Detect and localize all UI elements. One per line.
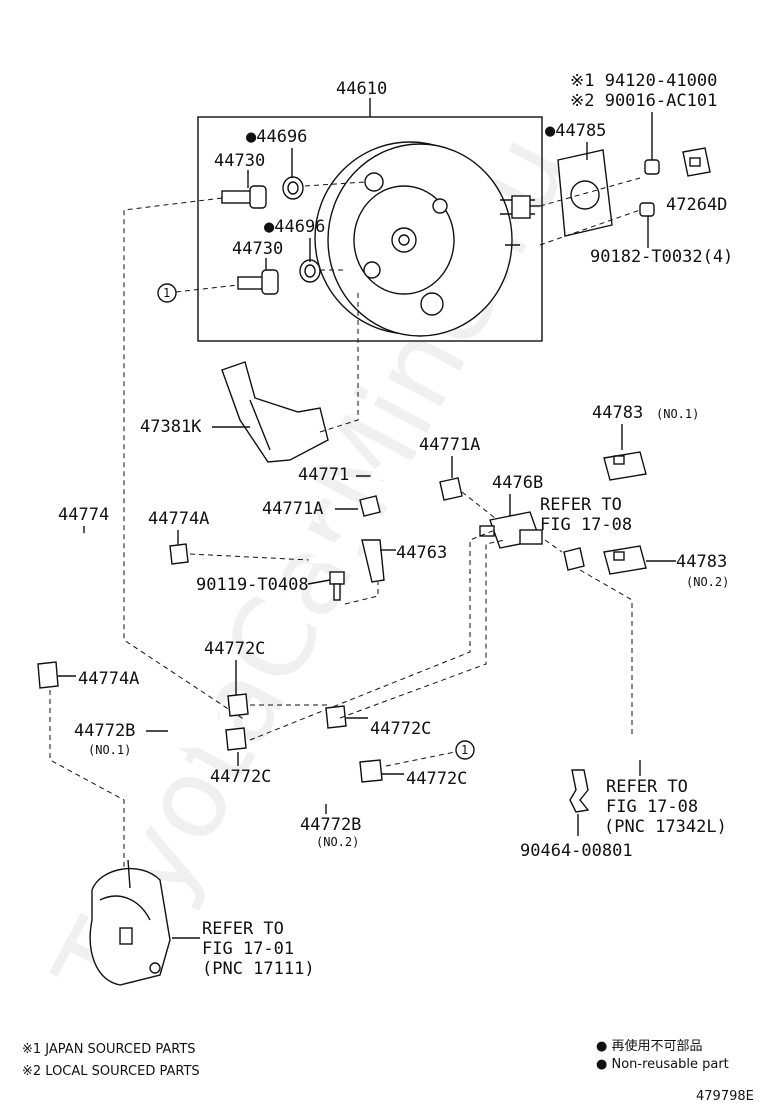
label-hose-44772b-1: 44772B xyxy=(74,721,135,741)
label-nut-local: ※2 90016-AC101 xyxy=(570,91,717,111)
ref-marker-1-top xyxy=(157,283,177,303)
bolt xyxy=(329,571,345,601)
bracket-47264d xyxy=(682,147,711,177)
clamp-44772c-2 xyxy=(225,727,247,751)
ref-marker-1-bottom-text: 1 xyxy=(461,743,468,757)
label-clamp-44772c-1: 44772C xyxy=(204,639,265,659)
label-bracket-small: 47264D xyxy=(666,195,727,215)
legend-japan-sourced: ※1 JAPAN SOURCED PARTS xyxy=(22,1042,196,1057)
check-valve-upper xyxy=(221,185,267,209)
label-check-valve-lower: 44730 xyxy=(232,239,283,259)
clamp-44771a-mid xyxy=(359,495,381,517)
intake-manifold xyxy=(89,859,171,986)
label-bracket-47381k: 47381K xyxy=(140,417,202,437)
clamp-44774a-top xyxy=(169,543,189,565)
ref-marker-1-top-text: 1 xyxy=(163,286,170,300)
label-nut-4: 90182-T0032(4) xyxy=(590,247,733,267)
label-pipe-44763: 44763 xyxy=(396,543,447,563)
nut xyxy=(644,159,660,175)
label-refer-1708-a-l1: REFER TO xyxy=(540,495,622,515)
legend-nonreusable-jp: ● 再使用不可部品 xyxy=(596,1038,702,1054)
clip-90464 xyxy=(569,769,590,813)
label-clip: 90464-00801 xyxy=(520,841,633,861)
bracket-47381k xyxy=(221,361,329,463)
clamp-44771a-top xyxy=(439,477,463,501)
illustration-code: 479798E xyxy=(696,1089,754,1104)
label-refer-1701-l1: REFER TO xyxy=(202,919,284,939)
label-clamp-44771a-mid: 44771A xyxy=(262,499,323,519)
label-hose-44772b-2: 44772B xyxy=(300,815,361,835)
label-hose-44772b-2-no: (NO.2) xyxy=(316,835,359,849)
label-refer-1708-b-l3: (PNC 17342L) xyxy=(604,817,727,837)
clamp-right xyxy=(563,547,585,571)
union-4476b xyxy=(479,511,543,549)
label-refer-1701-l3: (PNC 17111) xyxy=(202,959,315,979)
label-bolt: 90119-T0408 xyxy=(196,575,309,595)
ref-marker-1-bottom xyxy=(455,740,475,760)
label-vsv-2: 44783 xyxy=(676,552,727,572)
label-vsv-1: 44783 xyxy=(592,403,643,423)
label-check-valve-upper: 44730 xyxy=(214,151,265,171)
grommet-lower xyxy=(299,259,321,283)
label-vsv-2-no: (NO.2) xyxy=(686,575,729,589)
label-gasket: ●44785 xyxy=(545,121,606,141)
legend-local-sourced: ※2 LOCAL SOURCED PARTS xyxy=(22,1064,200,1079)
clamp-44772c-3 xyxy=(325,705,347,729)
label-hose-44772b-1-no: (NO.1) xyxy=(88,743,131,757)
clamp-44774a-bottom xyxy=(37,661,59,689)
pipe-44763 xyxy=(308,516,385,583)
label-clamp-44774a-top: 44774A xyxy=(148,509,209,529)
label-booster: 44610 xyxy=(336,79,387,99)
label-union-4476b: 4476B xyxy=(492,473,543,493)
nut-4 xyxy=(639,202,655,217)
label-hose-44774: 44774 xyxy=(58,505,109,525)
label-refer-1708-a-l2: FIG 17-08 xyxy=(540,515,632,535)
label-clamp-44772c-2: 44772C xyxy=(210,767,271,787)
label-clamp-44774a-bottom: 44774A xyxy=(78,669,139,689)
brake-booster xyxy=(314,141,540,337)
label-vsv-1-no: (NO.1) xyxy=(656,407,699,421)
vsv-2 xyxy=(603,545,647,575)
vsv-1 xyxy=(603,451,647,481)
label-hose-44771: 44771 xyxy=(298,465,349,485)
label-refer-1708-b-l2: FIG 17-08 xyxy=(606,797,698,817)
clamp-44772c-4 xyxy=(359,759,383,783)
grommet-upper xyxy=(282,176,304,200)
label-refer-1708-b-l1: REFER TO xyxy=(606,777,688,797)
label-grommet-upper: ●44696 xyxy=(246,127,307,147)
check-valve-lower xyxy=(237,269,279,295)
label-nut-jp: ※1 94120-41000 xyxy=(570,71,717,91)
label-clamp-44772c-3: 44772C xyxy=(370,719,431,739)
clamp-44772c-1 xyxy=(227,693,249,717)
label-clamp-44771a-top: 44771A xyxy=(419,435,480,455)
legend-nonreusable-en: ● Non-reusable part xyxy=(596,1057,729,1072)
label-clamp-44772c-4: 44772C xyxy=(406,769,467,789)
label-grommet-lower: ●44696 xyxy=(264,217,325,237)
label-refer-1701-l2: FIG 17-01 xyxy=(202,939,294,959)
